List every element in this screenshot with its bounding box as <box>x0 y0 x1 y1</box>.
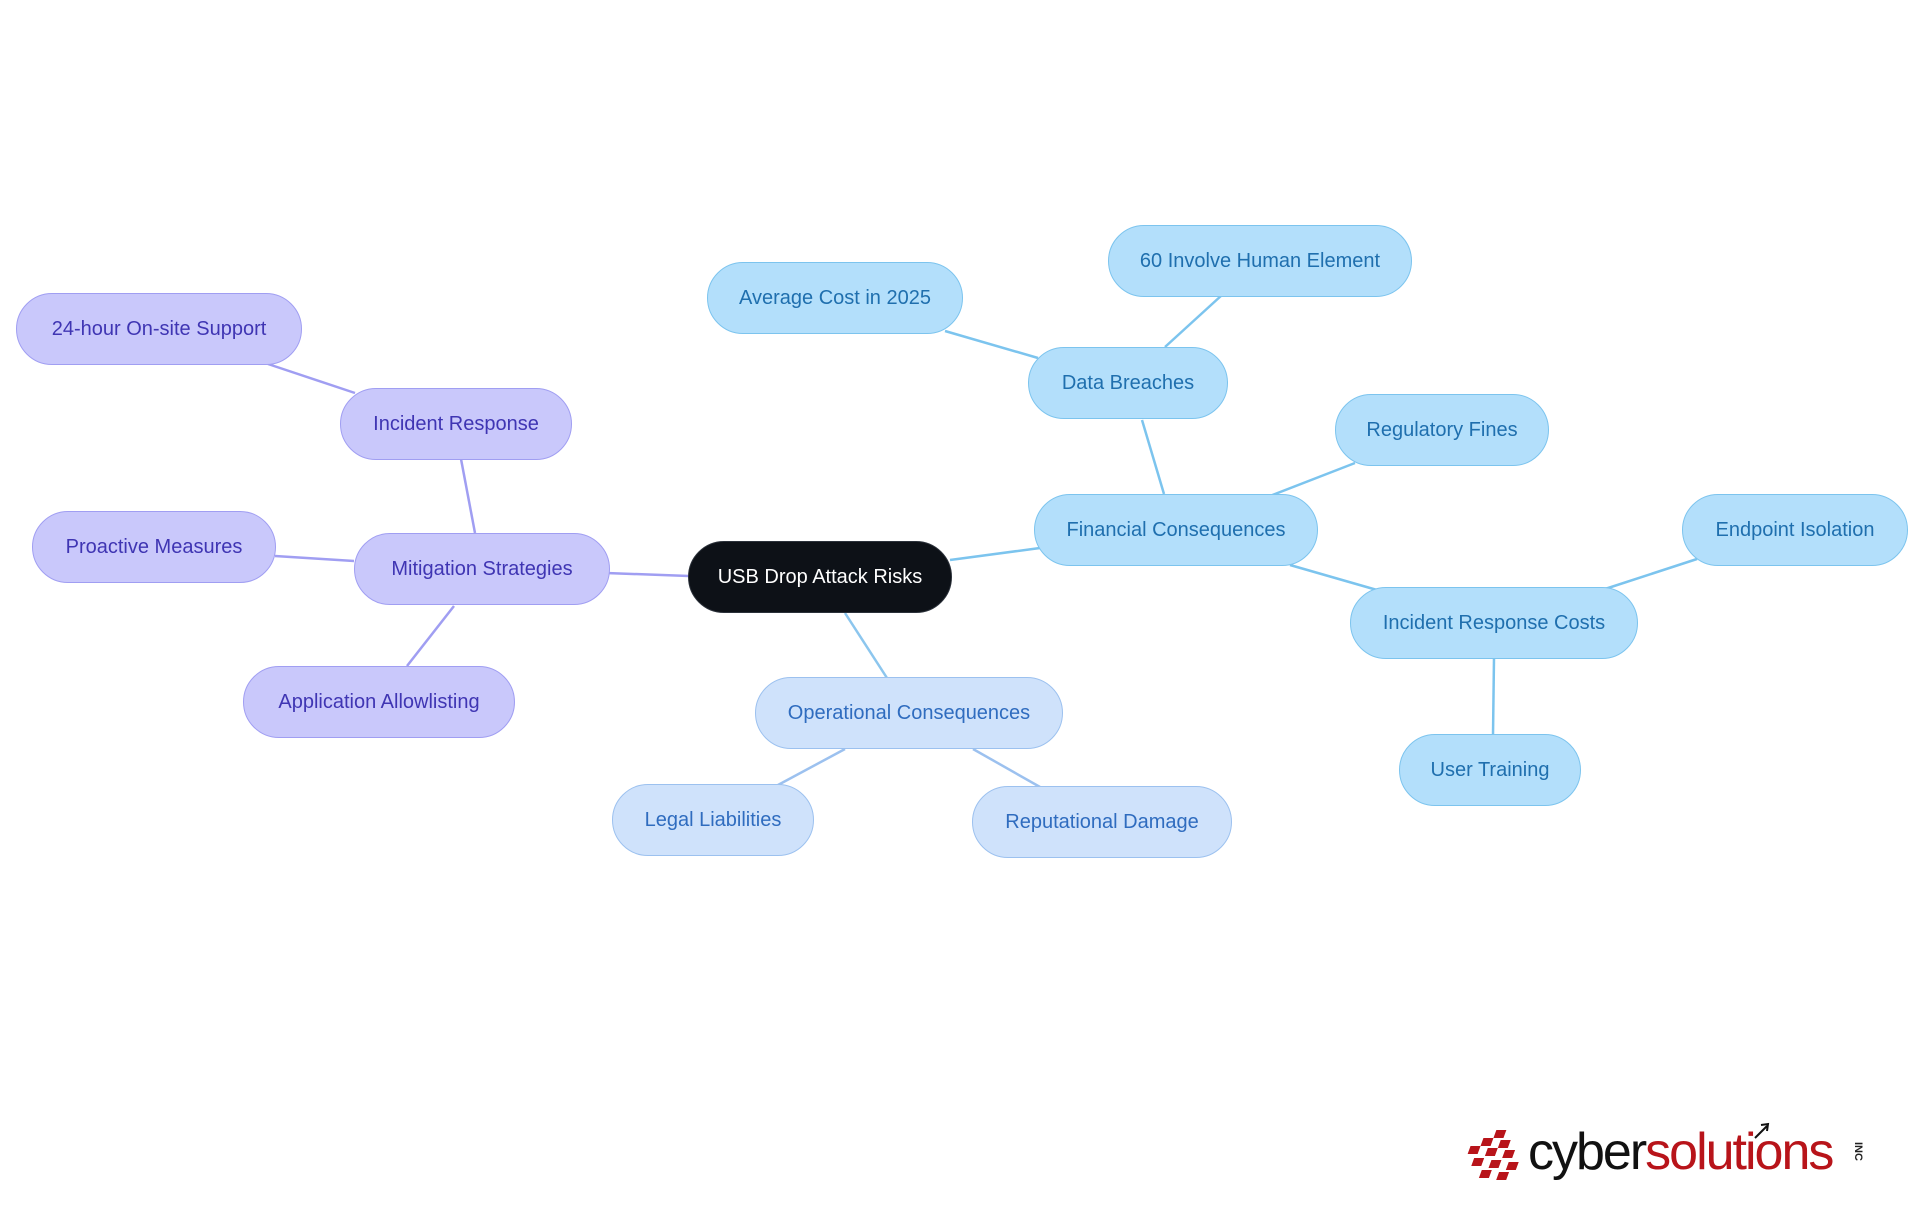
edge-incidentcosts-training <box>1491 657 1496 736</box>
node-human-element[interactable]: 60 Involve Human Element <box>1108 225 1412 297</box>
node-average-cost-2025[interactable]: Average Cost in 2025 <box>707 262 963 334</box>
node-application-allowlisting[interactable]: Application Allowlisting <box>243 666 515 738</box>
node-legal-liabilities[interactable]: Legal Liabilities <box>612 784 814 856</box>
edge-financial-databreaches <box>1140 419 1166 495</box>
cybersolutions-logo: cybersolutions INC <box>1460 1120 1880 1192</box>
node-incident-response[interactable]: Incident Response <box>340 388 572 460</box>
edge-mitigation-incidentresponse <box>459 458 477 534</box>
edge-mitigation-proactive <box>274 554 355 563</box>
edge-operational-reputational <box>972 747 1041 789</box>
logo-inc: INC <box>1852 1142 1864 1161</box>
node-incident-response-costs[interactable]: Incident Response Costs <box>1350 587 1638 659</box>
edge-root-financial <box>949 546 1041 562</box>
node-root[interactable]: USB Drop Attack Risks <box>688 541 952 613</box>
node-mitigation-strategies[interactable]: Mitigation Strategies <box>354 533 610 605</box>
edge-root-mitigation <box>605 571 690 578</box>
logo-wordmark: cybersolutions <box>1528 1123 1834 1181</box>
node-data-breaches[interactable]: Data Breaches <box>1028 347 1228 419</box>
node-endpoint-isolation[interactable]: Endpoint Isolation <box>1682 494 1908 566</box>
node-regulatory-fines[interactable]: Regulatory Fines <box>1335 394 1549 466</box>
edge-incidentresponse-support <box>267 362 356 395</box>
edge-operational-legal <box>777 747 846 787</box>
edge-databreaches-humanelement <box>1164 294 1223 348</box>
edge-incidentcosts-endpoint <box>1604 557 1698 591</box>
node-user-training[interactable]: User Training <box>1399 734 1581 806</box>
edge-databreaches-averagecost <box>944 329 1039 360</box>
node-operational-consequences[interactable]: Operational Consequences <box>755 677 1063 749</box>
logo-text-solutions: solutions <box>1645 1123 1834 1181</box>
node-proactive-measures[interactable]: Proactive Measures <box>32 511 276 583</box>
logo-text-cyber: cyber <box>1528 1123 1647 1181</box>
node-reputational-damage[interactable]: Reputational Damage <box>972 786 1232 858</box>
node-financial-consequences[interactable]: Financial Consequences <box>1034 494 1318 566</box>
edge-mitigation-allowlisting <box>406 605 455 667</box>
logo-mark-icon <box>1467 1130 1519 1180</box>
logo-arrow-icon <box>1754 1122 1770 1139</box>
edge-root-operational <box>843 612 889 679</box>
edge-financial-regulatory <box>1269 461 1356 498</box>
edge-financial-incidentcosts <box>1289 563 1378 592</box>
node-24hour-support[interactable]: 24-hour On-site Support <box>16 293 302 365</box>
